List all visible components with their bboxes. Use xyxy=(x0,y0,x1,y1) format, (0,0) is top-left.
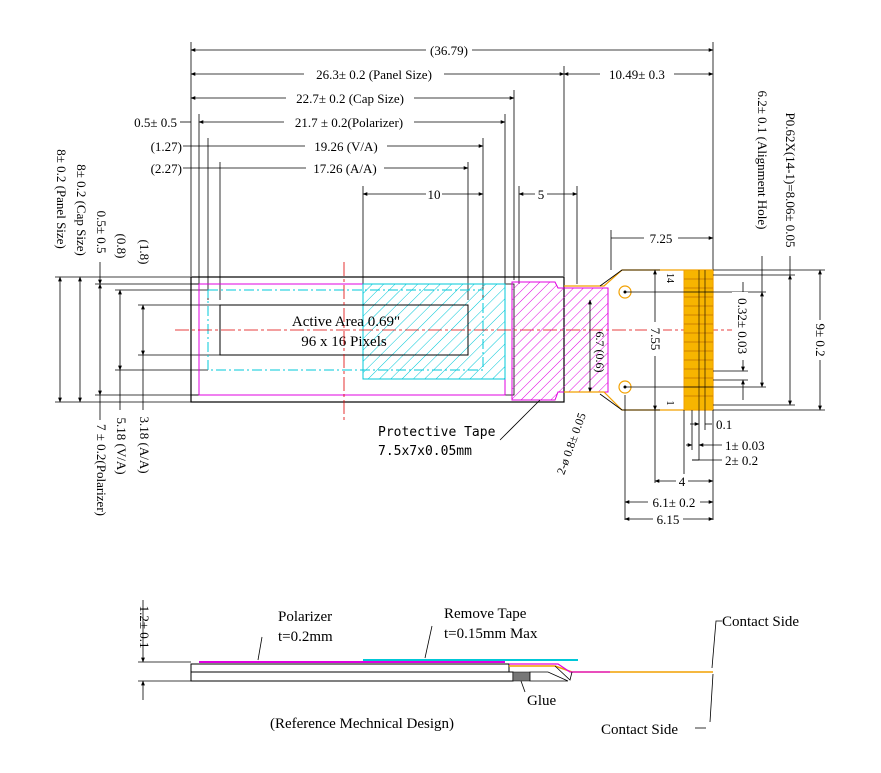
dim-left-offset: 0.5± 0.5 xyxy=(94,211,109,254)
dim-6-15: 6.15 xyxy=(657,512,680,527)
side-glass-bottom xyxy=(190,671,514,682)
dim-fpc-length: 10.49± 0.3 xyxy=(609,67,665,82)
top-dimension-lines xyxy=(180,48,714,270)
side-tape xyxy=(509,663,610,673)
dim-cap-size: 22.7± 0.2 (Cap Size) xyxy=(296,91,404,106)
dim-overall: (36.79) xyxy=(430,43,468,58)
side-fpc xyxy=(509,665,713,673)
dim-left-panel: 8± 0.2 (Panel Size) xyxy=(54,149,69,249)
protective-tape xyxy=(511,281,609,401)
dim-va-width: 19.26 (V/A) xyxy=(314,139,378,154)
dim-4: 4 xyxy=(679,474,686,489)
dim-hole-diameter: 2-ø 0.8± 0.05 xyxy=(554,411,589,476)
dim-left-08: (0.8) xyxy=(114,234,129,259)
protective-tape-size: 7.5x7x0.05mm xyxy=(378,444,472,459)
side-remove-label: Remove Tape xyxy=(444,606,527,622)
bottom-right-dimension-texts: 0.1 1± 0.03 2± 0.2 4 6.1± 0.2 6.15 xyxy=(648,417,765,527)
extension-lines xyxy=(190,42,714,300)
side-glass-top xyxy=(190,663,510,673)
bottom-right-dimension-lines xyxy=(624,395,722,521)
dim-polarizer: 21.7 ± 0.2(Polarizer) xyxy=(295,115,403,130)
dim-10: 10 xyxy=(428,187,441,202)
remove-tape-area xyxy=(362,283,506,380)
dim-va-offset: (1.27) xyxy=(151,139,182,154)
dim-left-va: 5.18 (V/A) xyxy=(114,417,129,474)
left-extension-lines xyxy=(55,276,220,403)
reference-caption: (Reference Mechnical Design) xyxy=(270,716,454,732)
protective-tape-label: Protective Tape xyxy=(378,425,496,440)
active-area-label: Active Area 0.69" xyxy=(292,314,400,330)
dim-0-1: 0.1 xyxy=(716,417,732,432)
dim-7-25: 7.25 xyxy=(650,231,673,246)
dim-left-aa: 3.18 (A/A) xyxy=(137,416,152,473)
dim-6-1: 6.1± 0.2 xyxy=(653,495,696,510)
dim-hole-spacing: 6.2± 0.1 (Alignment Hole) xyxy=(755,91,770,230)
dim-neck: 6.7 (0.6) xyxy=(593,332,607,373)
pin-label-14: 14 xyxy=(664,273,675,283)
dim-aa-width: 17.26 (A/A) xyxy=(313,161,377,176)
dim-offset: 0.5± 0.5 xyxy=(134,115,177,130)
dim-pin-width: 0.32± 0.03 xyxy=(735,298,750,354)
dim-fpc-width: 9± 0.2 xyxy=(813,323,828,356)
pin-label-1: 1 xyxy=(664,401,675,406)
gold-fingers xyxy=(683,269,714,411)
side-thickness: 1.2± 0.1 xyxy=(137,606,152,649)
neck-dimension: 6.7 (0.6) xyxy=(588,299,607,393)
left-dimension-texts: 8± 0.2 (Panel Size) 8± 0.2 (Cap Size) 0.… xyxy=(54,149,152,516)
dim-pin-pitch: P0.62X(14-1)=8.06± 0.05 xyxy=(783,112,798,247)
top-view: (36.79) 26.3± 0.2 (Panel Size) 10.49± 0.… xyxy=(54,42,828,527)
dim-2: 2± 0.2 xyxy=(725,453,758,468)
side-polarizer-label: Polarizer xyxy=(278,609,332,625)
side-glue xyxy=(512,671,531,682)
contact-side-bottom: Contact Side xyxy=(601,722,678,738)
dim-left-cap: 8± 0.2 (Cap Size) xyxy=(74,164,89,256)
dim-panel-size: 26.3± 0.2 (Panel Size) xyxy=(316,67,432,82)
glue-label: Glue xyxy=(527,693,557,709)
side-polarizer-thickness: t=0.2mm xyxy=(278,629,333,645)
protective-tape-callout: Protective Tape 7.5x7x0.05mm xyxy=(378,399,541,459)
side-view: 1.2± 0.1 Polarizer t=0.2mm Remove Tape t… xyxy=(137,600,799,738)
fpc-taper-top xyxy=(599,269,623,287)
dim-7-55: 7.55 xyxy=(648,328,663,351)
top-dimension-texts: (36.79) 26.3± 0.2 (Panel Size) 10.49± 0.… xyxy=(134,43,678,246)
contact-side-top: Contact Side xyxy=(722,614,799,630)
dim-left-18: (1.8) xyxy=(137,240,152,265)
side-remove-thickness: t=0.15mm Max xyxy=(444,626,538,642)
dim-1: 1± 0.03 xyxy=(725,438,765,453)
fpc-taper-bottom xyxy=(599,393,623,411)
left-dimension-lines xyxy=(58,262,145,420)
dim-left-polarizer: 7 ± 0.2(Polarizer) xyxy=(94,424,109,516)
dim-5: 5 xyxy=(538,187,545,202)
dim-aa-offset: (2.27) xyxy=(151,161,182,176)
